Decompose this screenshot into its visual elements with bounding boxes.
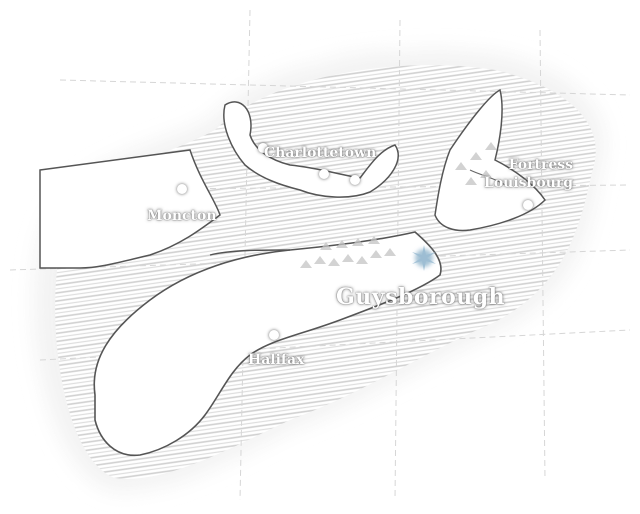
charlottetown-east2-dot [350,175,360,185]
charlottetown-east-dot [319,169,329,179]
charlottetown-label: Charlottetown [264,145,377,161]
highlands-shading [300,142,497,268]
halifax-dot [269,330,279,340]
land-new-brunswick [39,149,221,269]
louisbourg-dot [523,200,533,210]
louisbourg-label: Fortress Louisbourg [484,157,574,191]
charlottetown-dot [258,143,268,153]
guysborough-label: Guysborough [336,284,506,310]
halifax-label: Halifax [248,352,305,368]
moncton-dot [177,184,187,194]
starburst-icon [412,245,436,271]
land-pei [223,101,399,198]
moncton-label: Moncton [147,208,217,224]
land-nova-scotia [93,231,442,457]
